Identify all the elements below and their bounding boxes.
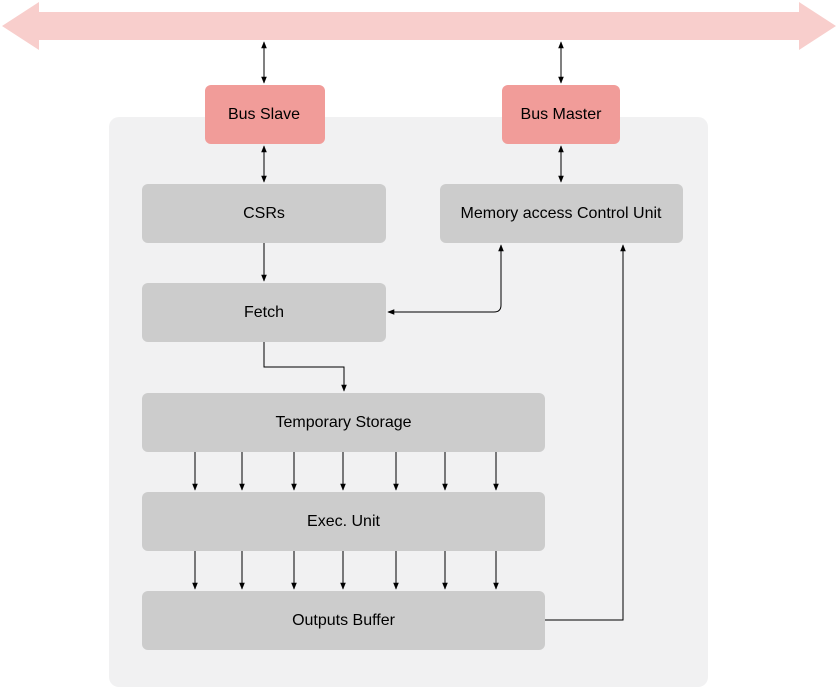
bus-master-box: [502, 85, 620, 144]
fetch-to-temporary-storage-connector: [263, 342, 347, 392]
system-bus-arrow: [2, 2, 836, 50]
fetch-label: Fetch: [244, 304, 284, 321]
exec-unit-label: Exec. Unit: [307, 513, 380, 530]
bus-master-label: Bus Master: [521, 106, 603, 123]
csrs-box: [142, 184, 386, 243]
outputs-buffer-box: [142, 591, 545, 650]
memory-access-control-unit-box: [440, 184, 683, 243]
exec-to-outputs-connectors: [192, 551, 499, 590]
outputs-to-memory-access-connector: [545, 244, 626, 621]
fetch-box: [142, 283, 386, 342]
exec-unit-box: [142, 492, 545, 551]
temporary-storage-box: [142, 393, 545, 452]
outputs-buffer-label: Outputs Buffer: [292, 612, 396, 629]
bus-slave-box: [205, 85, 325, 144]
csrs-label: CSRs: [243, 205, 285, 222]
temporary-storage-label: Temporary Storage: [275, 414, 411, 431]
bus-slave-label: Bus Slave: [228, 106, 300, 123]
memory-access-control-unit-label: Memory access Control Unit: [461, 205, 663, 222]
storage-to-exec-connectors: [192, 452, 499, 491]
fetch-to-memory-access-connector: [387, 244, 504, 315]
